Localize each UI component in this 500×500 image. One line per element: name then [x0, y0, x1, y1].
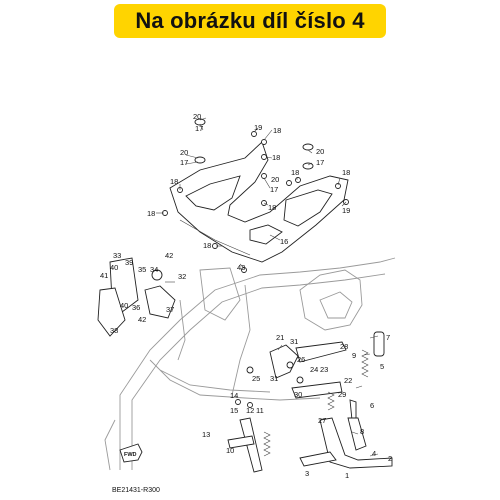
part-label-30: 30 — [294, 390, 302, 399]
part-label-33: 33 — [113, 251, 121, 260]
part-label-31: 31 — [270, 374, 278, 383]
part-label-18: 18 — [203, 241, 211, 250]
part-label-27: 27 — [318, 416, 326, 425]
part-label-41: 41 — [100, 271, 108, 280]
fasteners — [162, 118, 349, 408]
part-label-37: 37 — [166, 305, 174, 314]
diagram-code: BE21431-R300 — [112, 487, 160, 494]
part-label-18: 18 — [268, 203, 276, 212]
part-label-17: 17 — [180, 158, 188, 167]
springs — [263, 349, 369, 457]
part-label-21: 21 — [276, 333, 284, 342]
part-label-17: 17 — [270, 185, 278, 194]
part-label-38: 38 — [110, 326, 118, 335]
part-label-14: 14 — [230, 391, 238, 400]
part-label-19: 19 — [254, 123, 262, 132]
part-label-35: 35 — [138, 265, 146, 274]
part-label-40: 40 — [120, 301, 128, 310]
part-label-17: 17 — [316, 158, 324, 167]
part-label-9: 9 — [352, 351, 356, 360]
part-label-2: 2 — [388, 454, 392, 463]
part-label-20: 20 — [193, 112, 201, 121]
part-label-18: 18 — [170, 177, 178, 186]
part-label-20: 20 — [180, 148, 188, 157]
part-label-15: 15 — [230, 406, 238, 415]
part-label-12: 12 — [246, 406, 254, 415]
part-label-20: 20 — [271, 175, 279, 184]
part-label-17: 17 — [195, 124, 203, 133]
part-label-16: 16 — [280, 237, 288, 246]
part-label-20: 20 — [316, 147, 324, 156]
part-label-23: 23 — [320, 365, 328, 374]
part-label-42: 42 — [165, 251, 173, 260]
part-label-22: 22 — [344, 376, 352, 385]
part-label-28: 28 — [340, 342, 348, 351]
part-label-7: 7 — [386, 333, 390, 342]
part-label-26: 26 — [297, 355, 305, 364]
part-label-32: 32 — [178, 272, 186, 281]
part-label-18: 18 — [147, 209, 155, 218]
part-number-labels: 20 17 19 18 20 17 18 20 17 18 20 17 18 1… — [100, 112, 392, 494]
part-label-1: 1 — [345, 471, 349, 480]
center-stand — [299, 417, 393, 469]
part-label-40: 40 — [110, 263, 118, 272]
leader-lines — [156, 117, 379, 457]
part-label-18: 18 — [342, 168, 350, 177]
svg-text:FWD: FWD — [124, 452, 137, 458]
footboard-panel — [169, 141, 349, 263]
part-label-8: 8 — [360, 427, 364, 436]
part-label-10: 10 — [226, 446, 234, 455]
part-label-42: 42 — [138, 315, 146, 324]
part-label-34: 34 — [150, 265, 158, 274]
part-label-18: 18 — [291, 168, 299, 177]
part-label-39: 39 — [125, 258, 133, 267]
kickstand — [227, 417, 263, 473]
part-label-43: 43 — [237, 263, 245, 272]
left-bracket — [97, 257, 176, 337]
part-label-4: 4 — [372, 449, 376, 458]
part-label-13: 13 — [202, 430, 210, 439]
part-label-25: 25 — [252, 374, 260, 383]
frame-outline — [104, 257, 396, 471]
part-label-3: 3 — [305, 469, 309, 478]
part-label-18: 18 — [272, 153, 280, 162]
part-label-6: 6 — [370, 401, 374, 410]
part-label-18: 18 — [273, 126, 281, 135]
part-label-31: 31 — [290, 337, 298, 346]
part-label-29: 29 — [338, 390, 346, 399]
fwd-arrow-icon: FWD — [119, 443, 143, 463]
part-label-11: 11 — [256, 406, 264, 415]
part-label-5: 5 — [380, 362, 384, 371]
part-number-banner: Na obrázku díl číslo 4 — [114, 4, 386, 38]
side-stand — [269, 331, 385, 423]
part-label-19: 19 — [342, 206, 350, 215]
part-label-36: 36 — [132, 303, 140, 312]
part-label-24: 24 — [310, 365, 318, 374]
banner-title: Na obrázku díl číslo 4 — [135, 8, 365, 33]
